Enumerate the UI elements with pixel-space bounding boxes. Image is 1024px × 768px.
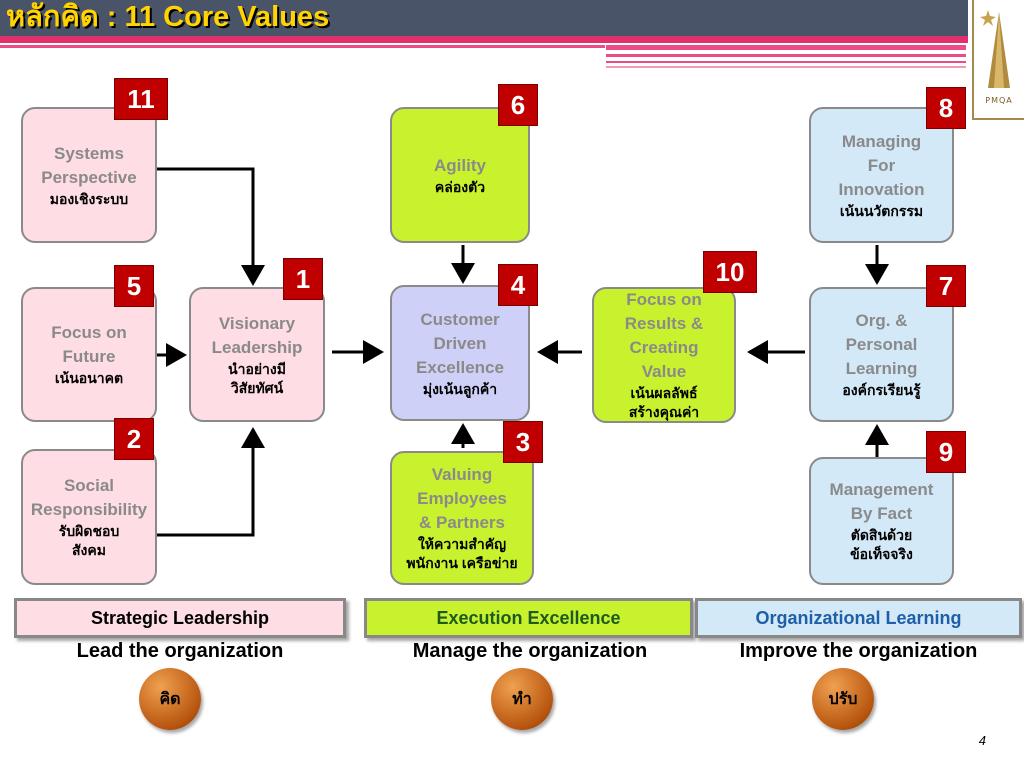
band-organizational-learning: Organizational Learning	[695, 598, 1022, 638]
value-number-badge: 1	[283, 258, 323, 300]
value-box-managing-for-innovation: Managing For Innovation เน้นนวัตกรรม	[809, 107, 954, 243]
circle-label: คิด	[159, 690, 181, 708]
value-title-en: Social Responsibility	[30, 476, 148, 519]
header-stripe	[606, 66, 966, 68]
circle-label: ทำ	[512, 690, 532, 708]
band-execution-excellence: Execution Excellence	[364, 598, 693, 638]
value-title-th: เน้นนวัตกรรม	[839, 202, 924, 219]
pmqa-logo: PMQA	[972, 0, 1024, 120]
value-box-management-by-fact: Management By Fact ตัดสินด้วย ข้อเท็จจริ…	[809, 457, 954, 585]
value-box-valuing-employees-partners: Valuing Employees & Partners ให้ความสำคั…	[390, 451, 534, 585]
value-number-badge: 8	[926, 87, 966, 129]
band-strategic-leadership: Strategic Leadership	[14, 598, 346, 638]
value-title-en: Systems Perspective	[41, 143, 137, 187]
value-number-badge: 9	[926, 431, 966, 473]
band-label: Execution Excellence	[436, 607, 621, 628]
logo-emblem-icon	[980, 10, 1010, 88]
value-box-org-personal-learning: Org. & Personal Learning องค์กรเรียนรู้	[809, 287, 954, 422]
value-box-focus-on-future: Focus on Future เน้นอนาคต	[21, 287, 157, 422]
value-number-badge: 5	[114, 265, 154, 307]
value-title-th: ตัดสินด้วย ข้อเท็จจริง	[850, 527, 913, 562]
value-title-th: มุ่งเน้นลูกค้า	[422, 380, 498, 397]
value-title-en: Valuing Employees & Partners	[417, 465, 507, 532]
tagline-lead: Lead the organization	[76, 640, 284, 662]
tagline-manage: Manage the organization	[412, 640, 648, 662]
band-label: Organizational Learning	[755, 607, 962, 628]
value-title-en: Customer Driven Excellence	[416, 309, 504, 377]
header-stripe	[606, 54, 966, 57]
circle-think: คิด	[139, 668, 201, 730]
header-bar: หลักคิด : 11 Core Values	[0, 0, 968, 36]
value-title-th: เน้นอนาคต	[54, 370, 124, 386]
value-title-en: Org. & Personal Learning	[845, 311, 918, 378]
circle-label: ปรับ	[828, 690, 858, 708]
band-label: Strategic Leadership	[90, 607, 270, 628]
value-title-en: Managing For Innovation	[838, 131, 925, 199]
value-title-th: นำอย่างมี วิสัยทัศน์	[228, 360, 286, 396]
value-number-badge: 3	[503, 421, 543, 463]
value-title-en: Focus on Future	[51, 323, 127, 366]
value-box-customer-driven-excellence: Customer Driven Excellence มุ่งเน้นลูกค้…	[390, 285, 530, 421]
page-number: 4	[978, 733, 986, 748]
value-title-en: Focus on Results & Creating Value	[624, 290, 704, 381]
circle-improve: ปรับ	[812, 668, 874, 730]
value-box-systems-perspective: Systems Perspective มองเชิงระบบ	[21, 107, 157, 243]
connector-systems-to-visionary	[157, 167, 265, 286]
value-title-th: คล่องตัว	[434, 178, 486, 195]
slide-title: หลักคิด : 11 Core Values	[6, 1, 330, 33]
value-number-badge: 7	[926, 265, 966, 307]
header-stripe	[606, 45, 966, 50]
value-title-th: องค์กรเรียนรู้	[842, 382, 921, 398]
value-number-badge: 2	[114, 418, 154, 460]
value-box-focus-on-results: Focus on Results & Creating Value เน้นผล…	[592, 287, 736, 423]
value-title-en: Management By Fact	[829, 480, 934, 523]
value-title-th: เน้นผลลัพธ์ สร้างคุณค่า	[628, 385, 700, 420]
header-stripe	[606, 61, 966, 63]
value-title-th: ให้ความสำคัญ พนักงาน เครือข่าย	[406, 536, 518, 571]
logo-text: PMQA	[985, 96, 1013, 105]
value-number-badge: 11	[114, 78, 168, 120]
value-title-en: Visionary Leadership	[211, 313, 303, 357]
value-box-agility: Agility คล่องตัว	[390, 107, 530, 243]
value-title-en: Agility	[434, 155, 486, 175]
value-title-th: มองเชิงระบบ	[49, 190, 129, 207]
value-number-badge: 6	[498, 84, 538, 126]
header-stripe	[0, 45, 605, 48]
value-box-social-responsibility: Social Responsibility รับผิดชอบ สังคม	[21, 449, 157, 585]
tagline-improve: Improve the organization	[739, 640, 978, 662]
circle-do: ทำ	[491, 668, 553, 730]
value-number-badge: 10	[703, 251, 757, 293]
value-box-visionary-leadership: Visionary Leadership นำอย่างมี วิสัยทัศน…	[189, 287, 325, 422]
header-accent-bar	[0, 36, 968, 43]
connector-social-to-visionary	[157, 427, 265, 537]
value-number-badge: 4	[498, 264, 538, 306]
value-title-th: รับผิดชอบ สังคม	[58, 523, 120, 558]
